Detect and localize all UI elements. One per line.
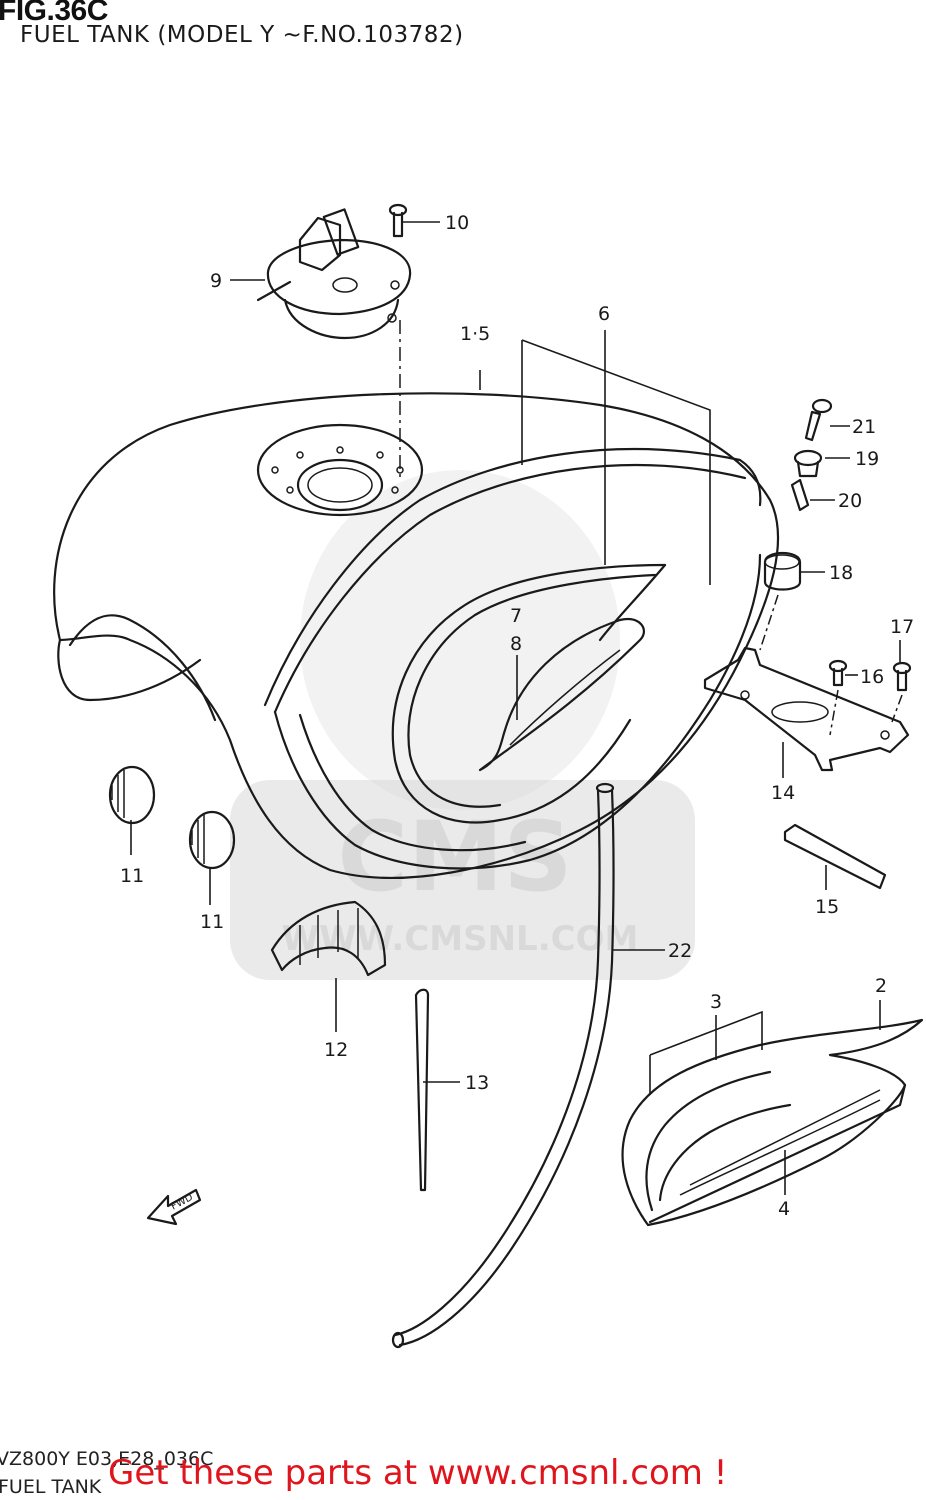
bracket-bolt-16 — [828, 659, 848, 687]
rubber-plug-2 — [188, 810, 236, 870]
watermark-url: WWW.CMSNL.COM — [282, 919, 639, 959]
callout-7: 7 — [510, 605, 522, 627]
callout-18: 18 — [829, 562, 853, 584]
fwd-arrow: FWD — [146, 1188, 202, 1226]
tank-bracket — [703, 646, 910, 772]
fuel-hose — [391, 782, 615, 1349]
side-emblem — [621, 1018, 924, 1227]
promo-link[interactable]: Get these parts at www.cmsnl.com ! — [108, 1453, 728, 1493]
rear-mount-axis — [759, 594, 779, 651]
tank-emblem — [478, 617, 645, 772]
rear-cushion — [763, 551, 802, 591]
callout-1-5: 1·5 — [460, 323, 490, 345]
callout-8: 8 — [510, 633, 522, 655]
callout-17: 17 — [890, 616, 914, 638]
callout-13: 13 — [465, 1072, 489, 1094]
callout-9: 9 — [210, 270, 222, 292]
bracket-bolt-17 — [892, 661, 912, 692]
callout-11a: 11 — [120, 865, 144, 887]
rear-bolt — [804, 398, 833, 442]
bracket-cushion — [783, 823, 887, 890]
callout-14: 14 — [771, 782, 795, 804]
figure-title: FIG.36C — [0, 0, 108, 27]
fuel-cap — [256, 208, 412, 340]
bolt-16-axis — [829, 689, 839, 736]
watermark: CMS WWW.CMSNL.COM — [230, 470, 695, 980]
callout-16: 16 — [860, 666, 884, 688]
grommet — [793, 449, 823, 478]
callout-labels: 1·5 2 3 4 6 7 8 9 10 11 11 12 13 14 15 1… — [120, 212, 914, 1220]
callout-2: 2 — [875, 975, 887, 997]
callout-19: 19 — [855, 448, 879, 470]
callout-12: 12 — [324, 1039, 348, 1061]
callout-leaders — [130, 221, 901, 1195]
callout-3: 3 — [710, 991, 722, 1013]
hose-clamp-band — [414, 988, 430, 1192]
fuel-tank-body — [53, 392, 780, 879]
bolt-17-axis — [891, 694, 903, 723]
callout-11b: 11 — [200, 911, 224, 933]
callout-22: 22 — [668, 940, 692, 962]
figure-subtitle: FUEL TANK (MODEL Y ~F.NO.103782) — [20, 22, 464, 48]
callout-21: 21 — [852, 416, 876, 438]
callout-4: 4 — [778, 1198, 790, 1220]
callout-6: 6 — [598, 303, 610, 325]
model-code: VZ800Y E03,E28_036C — [0, 1448, 214, 1470]
callout-20: 20 — [838, 490, 862, 512]
section-name: FUEL TANK — [0, 1476, 102, 1498]
callout-15: 15 — [815, 896, 839, 918]
collar — [790, 478, 810, 512]
cap-screw — [388, 203, 408, 238]
tank-cushion — [270, 900, 387, 977]
rubber-plug-1 — [108, 765, 156, 825]
callout-10: 10 — [445, 212, 469, 234]
